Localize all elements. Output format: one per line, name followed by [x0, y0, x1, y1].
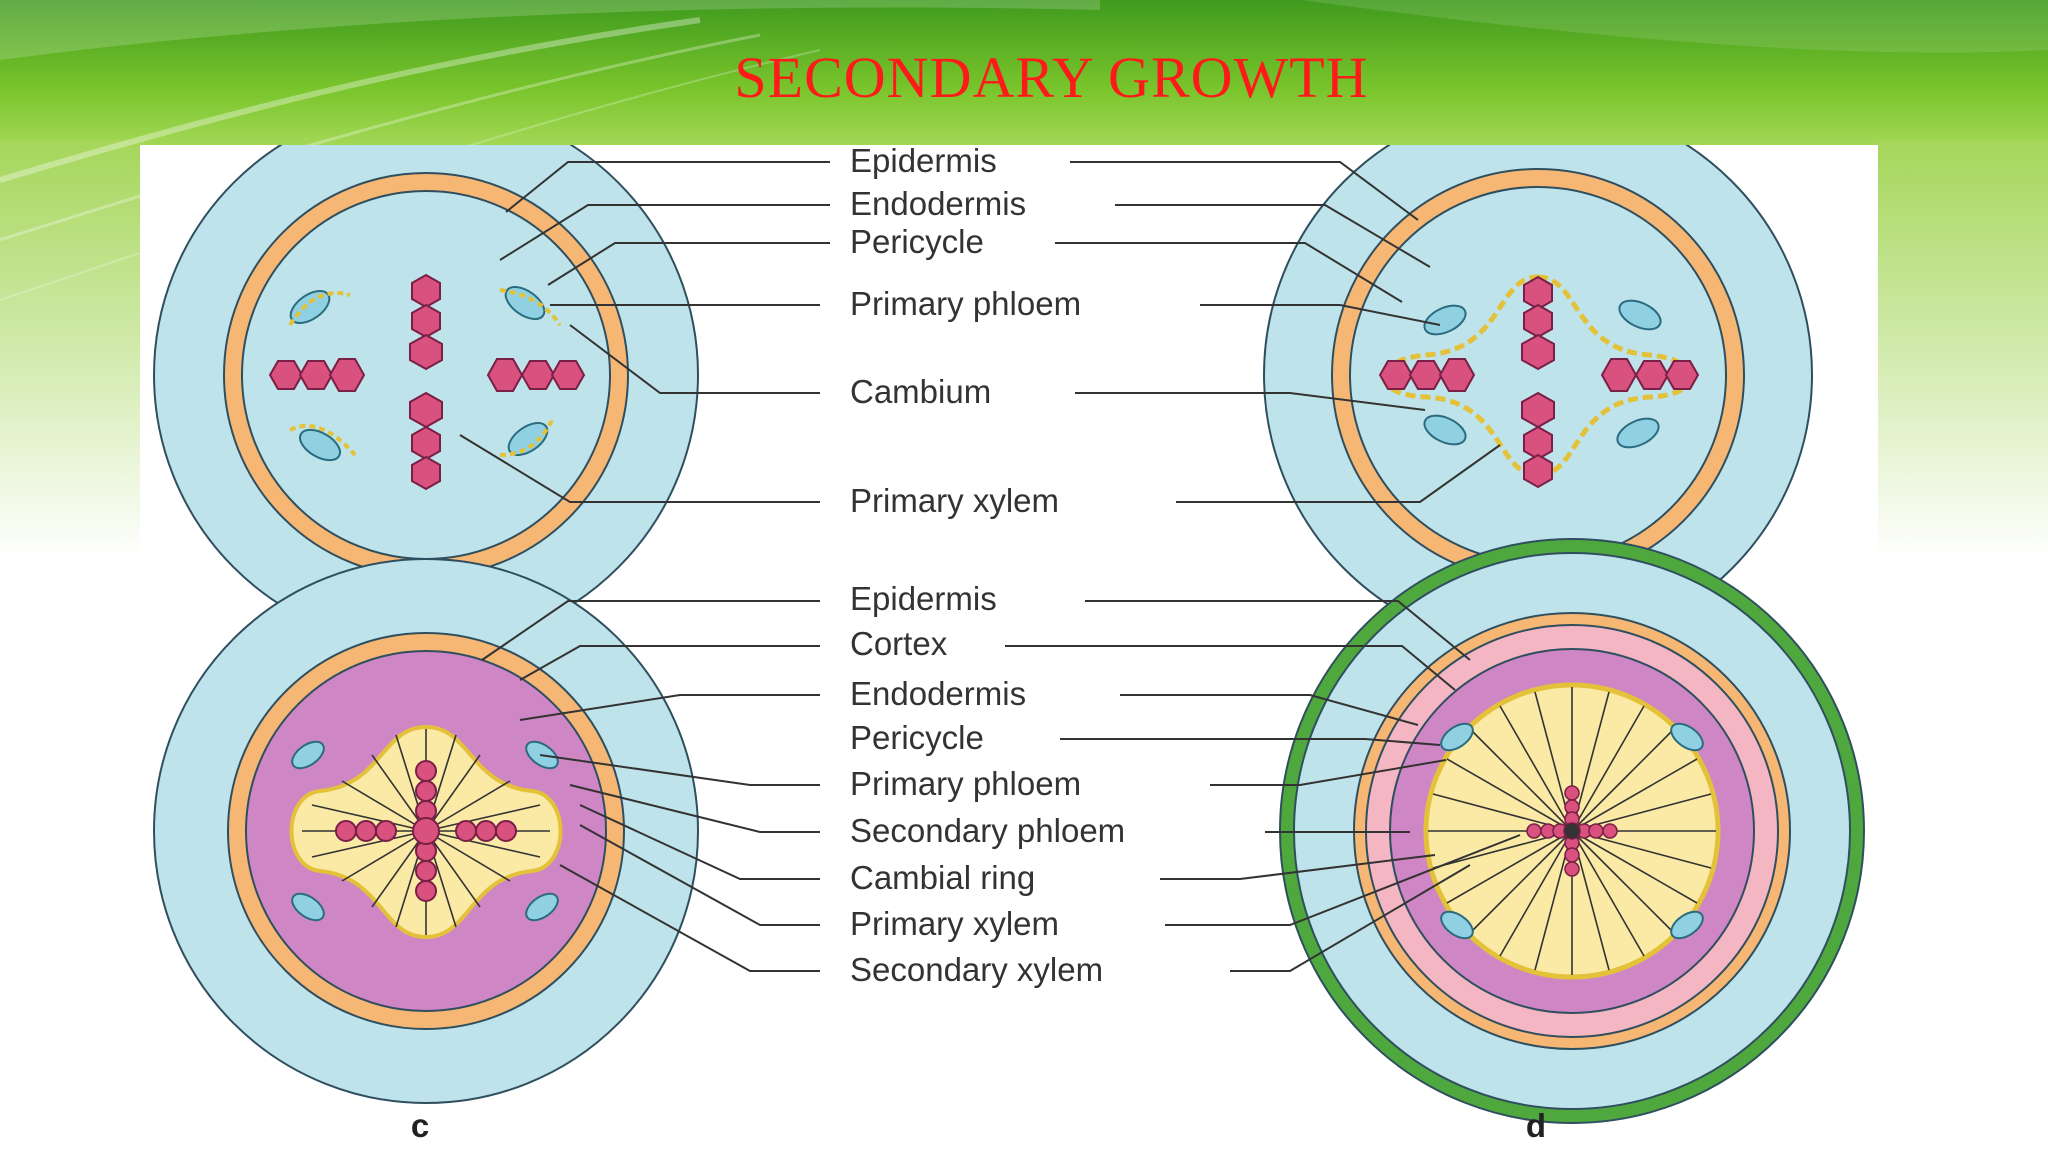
label-bottom-cambial-ring: Cambial ring [850, 859, 1035, 896]
primary-phloem-d [1440, 722, 1704, 940]
section-a: a [153, 145, 699, 694]
label-top-primary-phloem: Primary phloem [850, 285, 1081, 322]
primary-xylem-c [335, 760, 517, 902]
top-leader-lines [459, 161, 1501, 503]
label-bottom-cortex: Cortex [850, 625, 948, 662]
label-top-epidermis: Epidermis [850, 145, 997, 179]
root-cross-sections-diagram: a [153, 145, 1865, 1144]
rays-d [1428, 687, 1716, 975]
section-d: d [1279, 538, 1865, 1144]
bottom-labels: Epidermis Cortex Endodermis Pericycle Pr… [850, 580, 1125, 988]
label-top-endodermis: Endodermis [850, 185, 1026, 222]
section-b: b [1263, 145, 1813, 694]
cambium-strips-a [288, 288, 562, 457]
primary-xylem-d [1526, 785, 1618, 877]
label-top-cambium: Cambium [850, 373, 991, 410]
primary-xylem-a [268, 273, 586, 491]
label-bottom-secondary-phloem: Secondary phloem [850, 812, 1125, 849]
panel-label-d: d [1526, 1107, 1546, 1144]
label-top-primary-xylem: Primary xylem [850, 482, 1059, 519]
label-bottom-epidermis: Epidermis [850, 580, 997, 617]
top-labels: Epidermis Endodermis Pericycle Primary p… [850, 145, 1081, 519]
primary-phloem-b [1423, 299, 1662, 449]
label-bottom-endodermis: Endodermis [850, 675, 1026, 712]
section-c: c [153, 558, 699, 1144]
label-bottom-secondary-xylem: Secondary xylem [850, 951, 1103, 988]
bottom-leader-lines [481, 600, 1521, 972]
label-top-pericycle: Pericycle [850, 223, 984, 260]
label-bottom-primary-phloem: Primary phloem [850, 765, 1081, 802]
secondary-growth-figure: a [140, 145, 1878, 1152]
primary-xylem-b [1378, 275, 1700, 489]
label-bottom-primary-xylem: Primary xylem [850, 905, 1059, 942]
panel-label-c: c [411, 1107, 429, 1144]
cambium-ring-b [1381, 274, 1694, 478]
primary-phloem-a [289, 286, 549, 462]
label-bottom-pericycle: Pericycle [850, 719, 984, 756]
slide-title: SECONDARY GROWTH [734, 45, 1369, 110]
